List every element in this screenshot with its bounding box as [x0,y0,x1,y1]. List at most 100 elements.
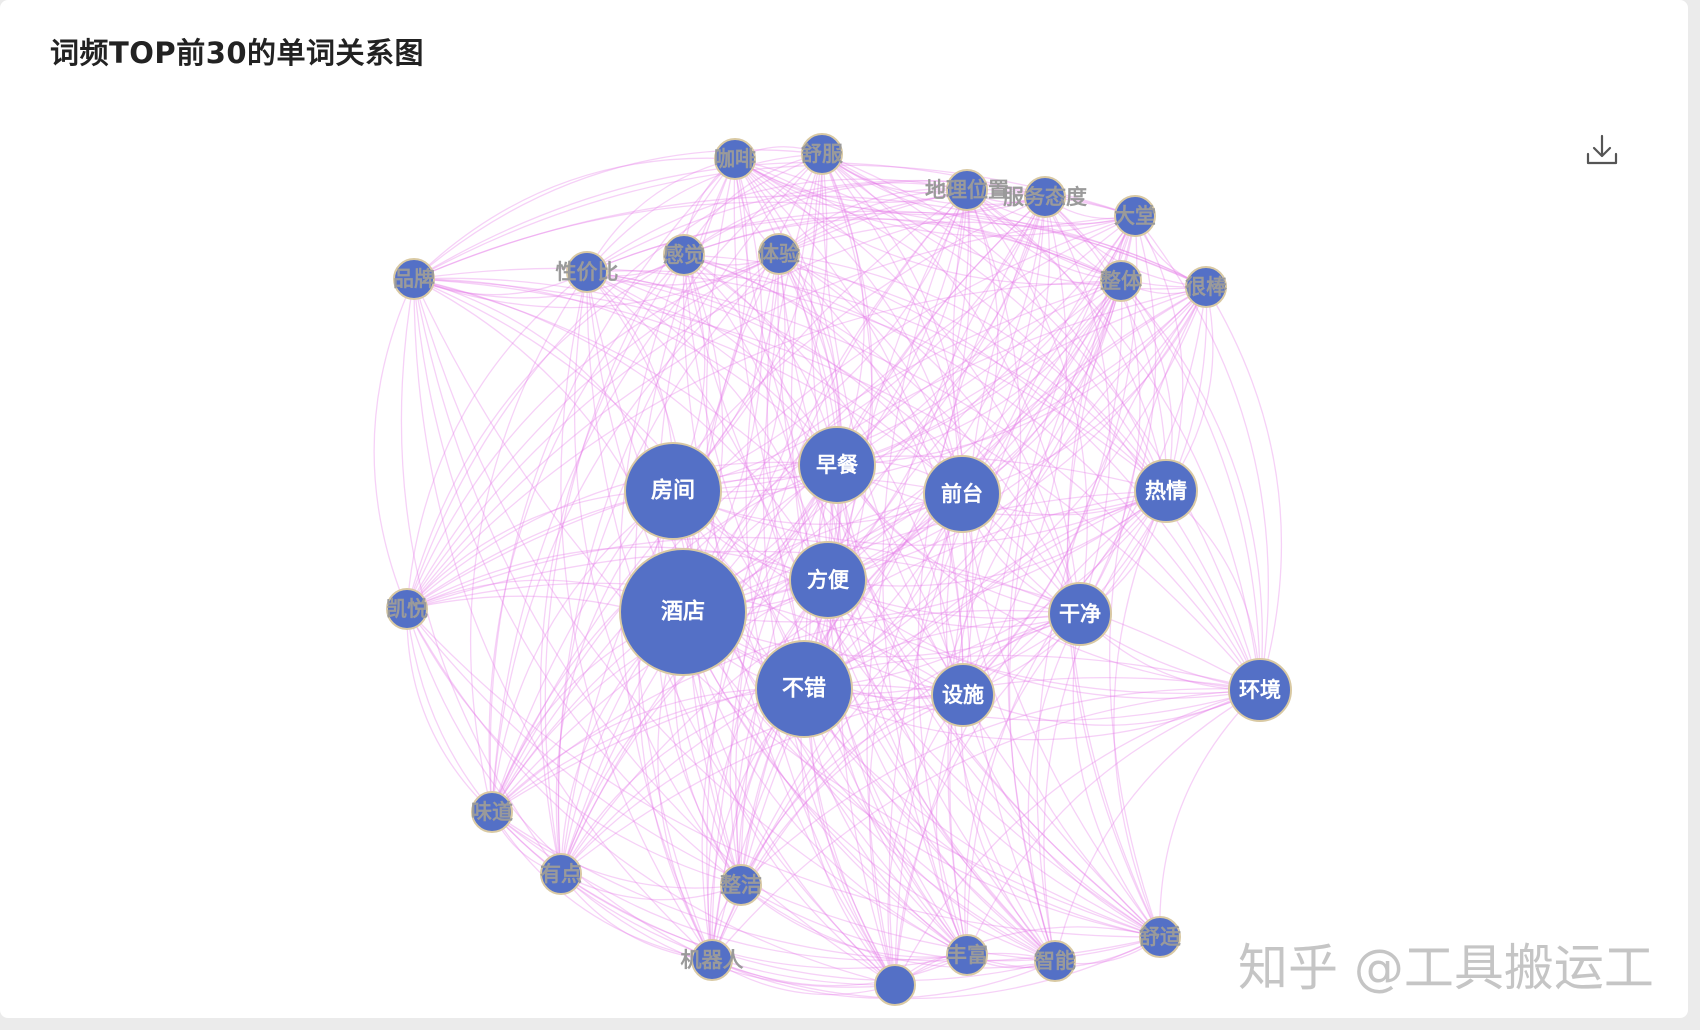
graph-node[interactable]: 有点 [540,853,582,895]
node-circle[interactable] [386,588,428,630]
graph-node[interactable]: 热情 [1134,459,1198,523]
edge [406,595,805,690]
edge [734,158,964,696]
graph-node[interactable]: 味道 [471,791,513,833]
edge [947,215,1136,956]
node-circle[interactable] [755,640,853,738]
node-label: 味道 [471,800,513,824]
node-circle[interactable] [789,541,867,619]
graph-node[interactable]: 丰富 [946,934,988,976]
node-circle[interactable] [1134,459,1198,523]
node-circle[interactable] [946,934,988,976]
node-circle[interactable] [624,442,722,540]
node-circle[interactable] [874,964,916,1006]
node-circle[interactable] [946,169,988,211]
node-circle[interactable] [1024,176,1066,218]
edge [560,873,742,901]
graph-node[interactable]: 酒店 [619,548,747,676]
graph-node[interactable] [874,964,916,1006]
graph-node[interactable]: 舒服 [801,133,844,175]
node-circle[interactable] [1114,195,1156,237]
node-circle[interactable] [714,138,756,180]
node-circle[interactable] [471,791,513,833]
edge [740,286,1207,886]
edge [1159,689,1261,938]
graph-node[interactable]: 不错 [755,640,853,738]
node-circle[interactable] [1228,658,1292,722]
graph-node[interactable]: 设施 [931,663,995,727]
edge [965,196,1056,962]
node-circle[interactable] [758,233,800,275]
node-label: 大堂 [1114,204,1156,228]
graph-node[interactable]: 早餐 [798,426,876,504]
download-icon[interactable] [1582,130,1622,170]
graph-node[interactable]: 干净 [1048,582,1112,646]
node-label: 品牌 [393,267,435,291]
node-circle[interactable] [619,548,747,676]
node-label: 丰富 [946,943,988,967]
graph-node[interactable]: 感觉 [663,234,705,276]
node-label: 性价比 [556,260,619,284]
graph-node[interactable]: 前台 [923,455,1001,533]
edge [1134,215,1184,492]
node-circle[interactable] [393,258,435,300]
graph-node[interactable]: 大堂 [1114,195,1156,237]
graph-node[interactable]: 方便 [789,541,867,619]
edge [586,271,1081,615]
node-circle[interactable] [923,455,1001,533]
edge [707,579,829,961]
edge [821,153,865,466]
edge [683,218,1122,282]
node-circle[interactable] [801,133,843,175]
edge [894,286,1207,986]
graph-node[interactable]: 舒适 [1139,916,1181,958]
edge [1007,215,1136,962]
graph-node[interactable]: 地理位置 [925,169,1009,211]
edge [966,189,1088,615]
graph-node[interactable]: 机器人 [681,939,744,981]
node-label: 有点 [540,862,582,886]
graph-node[interactable]: 凯悦 [386,588,428,630]
graph-node[interactable]: 房间 [624,442,722,540]
node-circle[interactable] [1100,260,1142,302]
edge [711,694,964,961]
graph-node[interactable]: 咖啡 [714,138,756,180]
edge [406,196,1046,610]
node-circle[interactable] [691,939,733,981]
edge [734,158,1046,216]
edge [827,579,1261,700]
graph-node[interactable]: 品牌 [393,258,435,300]
node-label: 前台 [941,482,983,506]
node-circle[interactable] [1139,916,1181,958]
node-circle[interactable] [540,853,582,895]
edge [413,254,685,299]
graph-node[interactable]: 很棒 [1185,266,1228,308]
node-circle[interactable] [663,234,705,276]
edge [683,254,1161,938]
edge [836,464,1261,691]
edge [491,579,829,813]
edge [413,278,742,886]
graph-node[interactable]: 环境 [1228,658,1292,722]
graph-node[interactable]: 服务态度 [1003,176,1087,218]
edge [1044,196,1261,691]
graph-node[interactable]: 整洁 [720,864,762,906]
node-circle[interactable] [1048,582,1112,646]
graph-node[interactable]: 智能 [1034,940,1076,982]
graph-node[interactable]: 性价比 [556,251,619,293]
node-circle[interactable] [1185,266,1227,308]
node-circle[interactable] [566,251,608,293]
edge [683,211,1207,288]
node-label: 机器人 [681,948,744,972]
node-circle[interactable] [931,663,995,727]
edge [740,490,1167,886]
edge [406,608,713,961]
node-circle[interactable] [798,426,876,504]
graph-node[interactable]: 整体 [1100,260,1143,302]
node-circle[interactable] [1034,940,1076,982]
node-circle[interactable] [720,864,762,906]
graph-node[interactable]: 体验 [758,233,800,275]
edge [735,189,968,886]
edge [491,811,713,961]
edge [406,461,838,610]
